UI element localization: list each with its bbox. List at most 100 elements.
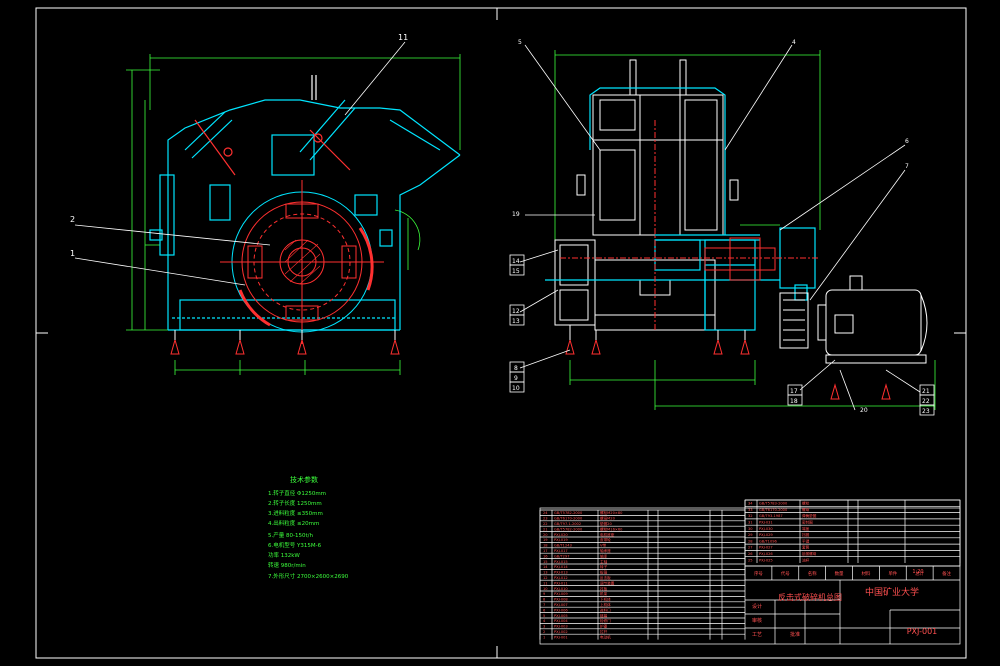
part-name: 电动机 (600, 634, 611, 639)
part-number: 5 (543, 614, 545, 618)
part-number: 25 (748, 558, 753, 562)
part-name: 螺母M20 (600, 516, 616, 521)
part-code: PXJ-008 (554, 598, 568, 602)
callout-14: 14 (512, 258, 520, 265)
callout-4: 4 (792, 39, 796, 46)
part-code: GB/T6170-2000 (554, 517, 583, 521)
part-number: 28 (748, 539, 753, 543)
part-number: 14 (543, 565, 548, 569)
part-code: PXJ-014 (554, 565, 568, 569)
part-code: PXJ-004 (554, 619, 568, 623)
part-name: 轴承座 (600, 548, 611, 553)
part-name: 转子 (600, 564, 608, 569)
callout-23: 23 (922, 408, 930, 415)
callout-18: 18 (790, 398, 798, 405)
part-name: 上机体 (600, 602, 611, 607)
part-number: 21 (543, 527, 548, 531)
part-name: 调节装置 (600, 580, 615, 585)
part-name: V带 (600, 543, 606, 548)
part-name: 检修门 (600, 618, 611, 623)
part-name: 锁紧螺母 (802, 551, 817, 556)
part-code: PXJ-029 (759, 533, 773, 537)
side-callout-boxes (509, 254, 935, 416)
callout-front-1: 1 (70, 249, 75, 258)
tech-line-4: 4.出料粒度 ≤20mm (268, 519, 319, 527)
front-view: 2 1 11 (70, 33, 461, 375)
part-name: 护罩 (600, 624, 608, 629)
part-code: PXJ-025 (759, 558, 773, 562)
tech-line-6: 6.电机型号 Y315M-6 (268, 541, 322, 549)
table-row: 14 PXJ-014 转子 (543, 564, 608, 569)
part-name: 垫圈20 (600, 521, 612, 526)
part-name: 螺母 (802, 507, 810, 512)
part-number: 1 (543, 635, 545, 639)
header-cell: 数量 (835, 570, 844, 577)
table-row: 30 PXJ-030 端盖 (748, 526, 810, 531)
part-code: PXJ-006 (554, 608, 568, 612)
side-leaders (519, 44, 921, 411)
part-number: 6 (543, 608, 546, 612)
part-code: PXJ-005 (554, 614, 568, 618)
callout-5: 5 (518, 39, 522, 46)
part-code: GB/T1243 (554, 544, 572, 548)
part-code: PXJ-031 (759, 521, 773, 525)
part-name: 端盖 (802, 526, 810, 531)
part-code: GB/T97.1-2002 (554, 522, 581, 526)
part-number: 22 (543, 522, 548, 526)
part-number: 8 (543, 598, 546, 602)
callout-19: 19 (512, 211, 520, 218)
tech-line-5: 5.产量 80-150t/h (268, 531, 313, 539)
part-number: 10 (543, 587, 548, 591)
side-dimensions (554, 50, 936, 410)
part-number: 20 (543, 533, 548, 537)
side-view: 5 4 6 7 19 14 15 12 13 8 9 10 17 18 20 2… (509, 39, 936, 416)
part-name: 密封圈 (802, 520, 813, 525)
callout-20: 20 (860, 407, 868, 414)
callout-6: 6 (905, 138, 909, 145)
sign-process: 工艺 (752, 632, 762, 638)
tech-line-7: 功率 132kW (268, 551, 300, 559)
part-code: PXJ-011 (554, 581, 568, 585)
scale-label: 1:20 (912, 569, 923, 575)
part-name: 油杯 (802, 557, 810, 562)
part-number: 15 (543, 560, 548, 564)
part-code: GB/T5782-2000 (554, 511, 583, 515)
callout-13: 13 (512, 318, 520, 325)
part-code: PXJ-002 (554, 630, 568, 634)
table-row: 25 PXJ-025 油杯 (748, 557, 810, 562)
callout-8: 8 (514, 365, 518, 372)
front-feet (170, 330, 400, 355)
part-name: 平键 (802, 538, 810, 543)
part-number: 19 (543, 538, 548, 542)
part-code: PXJ-013 (554, 571, 568, 575)
front-rods (194, 75, 351, 176)
part-code: PXJ-027 (759, 546, 773, 550)
tech-requirements: 技术参数 1.转子直径 Φ1250mm 2.转子长度 1250mm 3.进料粒度… (268, 475, 349, 580)
part-code: PXJ-026 (759, 552, 773, 556)
part-code: PXJ-010 (554, 587, 568, 591)
callout-10: 10 (512, 385, 520, 392)
part-name: 机架 (600, 591, 608, 596)
tech-line-3: 3.进料粒度 ≤350mm (268, 509, 323, 517)
part-number: 13 (543, 571, 548, 575)
part-code: PXJ-030 (759, 527, 773, 531)
callout-front-11: 11 (398, 33, 408, 42)
part-number: 30 (748, 527, 753, 531)
part-number: 33 (748, 508, 753, 512)
header-cell: 序号 (754, 570, 763, 577)
tech-line-1: 1.转子直径 Φ1250mm (268, 489, 326, 497)
part-code: PXJ-003 (554, 625, 568, 629)
motor (779, 275, 928, 364)
part-name: 螺栓M20×80 (600, 510, 623, 515)
